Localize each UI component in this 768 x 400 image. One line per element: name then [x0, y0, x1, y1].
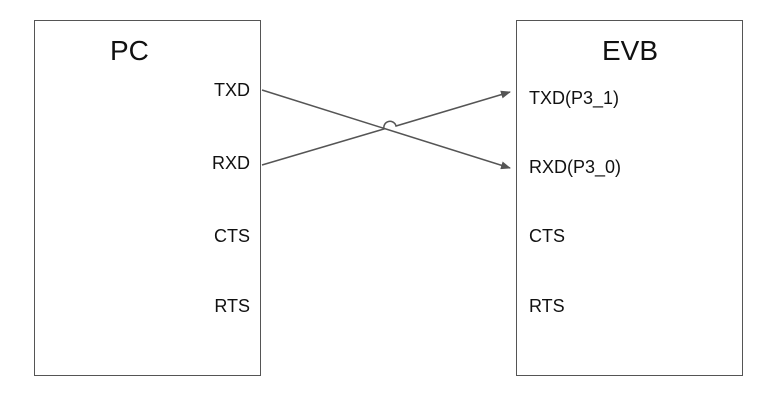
wire-pc-rxd-to-evb-txd	[261, 90, 511, 166]
pc-title: PC	[110, 35, 149, 66]
pc-pin-cts: CTS	[214, 226, 250, 246]
evb-pin-rxd: RXD(P3_0)	[529, 157, 622, 177]
pc-block	[34, 20, 261, 376]
evb-block	[516, 20, 743, 376]
pc-pin-rxd: RXD	[211, 153, 250, 173]
wire-pc-txd-to-evb-rxd	[261, 89, 511, 170]
evb-pin-rts: RTS	[529, 296, 565, 316]
evb-pin-txd: TXD(P3_1)	[529, 88, 620, 108]
pc-pin-rts: RTS	[214, 296, 250, 316]
evb-pin-cts: CTS	[529, 226, 565, 246]
pc-pin-txd: TXD	[214, 80, 250, 100]
evb-title: EVB	[602, 35, 659, 66]
